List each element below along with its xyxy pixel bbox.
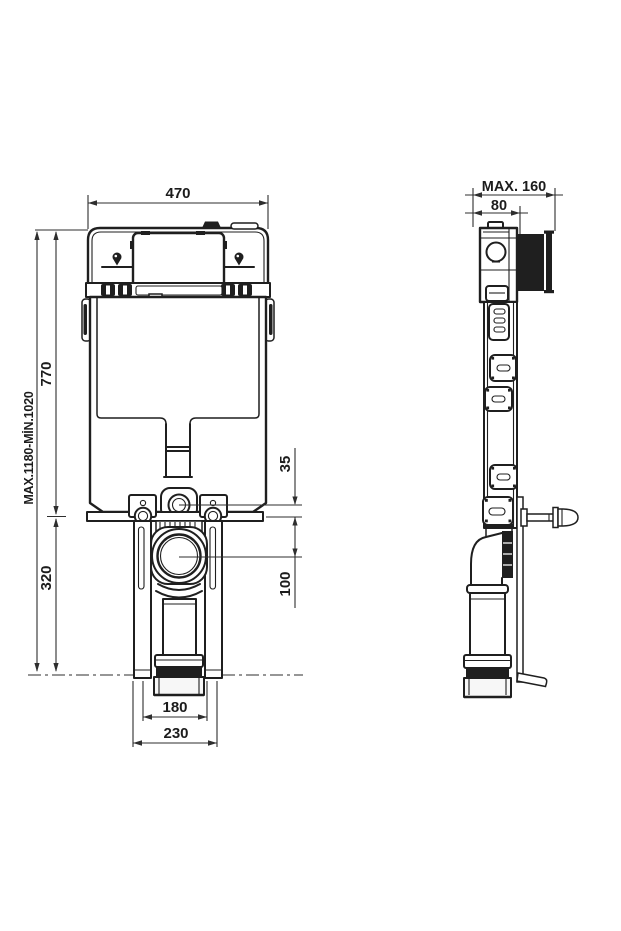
drain-sleeve <box>153 676 205 696</box>
access-panel <box>131 231 226 289</box>
side-seal-band <box>466 667 509 678</box>
dim-label-320: 320 <box>38 565 55 590</box>
dim-label-230: 230 <box>163 725 188 742</box>
dimension-lines: 470 MAX.1180-MİN.1020 770 320 35 100 <box>21 179 563 747</box>
dim-width-470: 470 <box>87 185 269 229</box>
floor-foot-bracket <box>516 672 548 688</box>
lid-seam <box>85 282 271 300</box>
drain-pipe <box>162 598 197 658</box>
side-drain-sleeve <box>463 677 512 698</box>
dim-label-overall: MAX.1180-MİN.1020 <box>21 391 36 505</box>
side-drain-flange <box>463 654 512 669</box>
dim-frame-height-770: 770 <box>38 231 66 518</box>
drain-seal-band <box>156 666 202 677</box>
anchor-knob <box>557 508 579 527</box>
drain-flange <box>154 654 204 668</box>
dim-label-180: 180 <box>162 699 187 716</box>
mounting-ears <box>81 298 275 342</box>
wall-plate <box>516 496 548 688</box>
rail-bracket <box>489 354 517 382</box>
water-inlet-icon <box>223 252 255 268</box>
dim-label-770: 770 <box>38 361 55 386</box>
water-inlet-icon <box>101 252 133 268</box>
rail-bracket <box>484 386 513 412</box>
frame-bottom-plate <box>86 511 264 522</box>
side-view <box>463 221 579 699</box>
frame-legs <box>133 520 223 679</box>
side-rail <box>482 301 518 529</box>
flush-bend-pipe <box>160 423 198 519</box>
cistern-top <box>86 221 270 289</box>
top-vent-tab <box>202 221 221 228</box>
drain-assembly <box>150 520 208 697</box>
anchor-rod <box>520 506 579 529</box>
dim-depth-max160: MAX. 160 <box>465 179 563 231</box>
tank-body <box>88 295 268 514</box>
dim-label-470: 470 <box>165 185 190 202</box>
top-ridge <box>230 222 259 230</box>
drain-outlet <box>156 533 202 579</box>
dim-label-max160: MAX. 160 <box>482 179 546 195</box>
dim-overall-height: MAX.1180-MİN.1020 <box>21 231 40 672</box>
drain-outlet-ring <box>151 528 207 584</box>
wall-section-hatch <box>516 234 544 291</box>
rail-bracket <box>489 464 518 490</box>
dim-leg-span-180: 180 <box>142 681 208 721</box>
side-cistern <box>478 221 554 304</box>
dim-base-span-230: 230 <box>132 681 218 747</box>
dim-label-100: 100 <box>277 571 294 596</box>
wall-face-plate <box>546 232 552 293</box>
side-drain-pipe <box>469 592 506 657</box>
dim-label-35: 35 <box>277 456 294 473</box>
rail-bracket <box>482 496 514 526</box>
dim-frame-depth-80: 80 <box>465 198 528 234</box>
dim-offsets-35-100: 35 100 <box>179 448 302 608</box>
dim-lower-height-320: 320 <box>38 518 59 672</box>
front-view <box>81 221 275 697</box>
dim-label-80: 80 <box>491 198 507 214</box>
side-valve-port <box>485 241 507 263</box>
side-drain-elbow <box>463 529 513 699</box>
